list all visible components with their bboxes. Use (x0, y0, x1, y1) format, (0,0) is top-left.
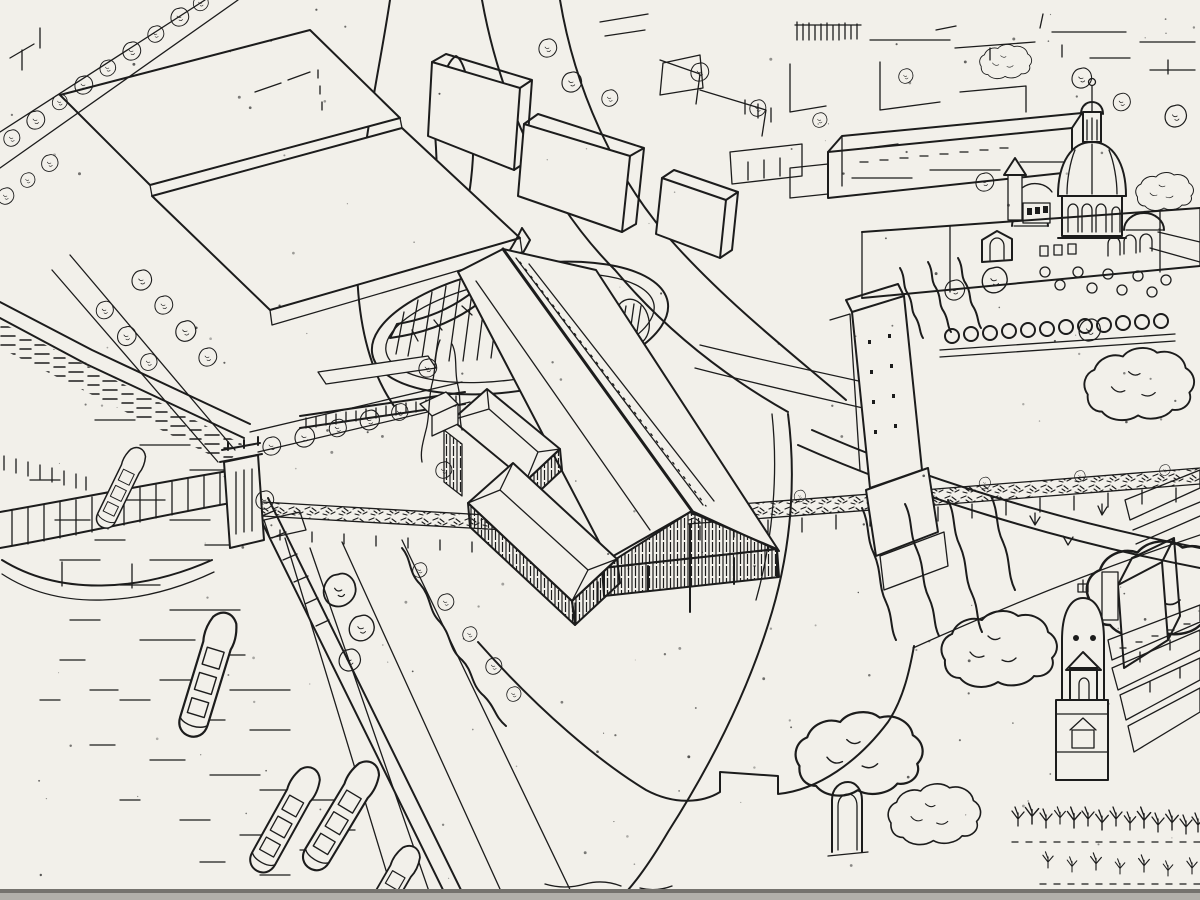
upper-river-bank (0, 301, 251, 439)
scan-edge-line (0, 889, 1200, 893)
bare-tree-row (1011, 801, 1200, 885)
front-hall (467, 462, 621, 626)
forecourt-ramp (317, 355, 437, 385)
slab-buildings (427, 13, 739, 259)
tower-church (1055, 579, 1109, 781)
tree-row-path (939, 313, 1176, 358)
tree-lined-avenues (0, 0, 409, 463)
garden-portal (981, 230, 1013, 263)
arch-ruin (827, 781, 869, 857)
walled-garden (861, 207, 1200, 358)
water-hatching (0, 322, 242, 464)
upper-left-city-blocks (9, 27, 531, 342)
station-hall-complex (299, 247, 780, 626)
quay-edge (253, 497, 463, 900)
right-park (794, 318, 1200, 846)
wall-hedge-band (261, 464, 1200, 553)
orchard-trees (1039, 266, 1172, 298)
monastery-wing (789, 112, 1083, 199)
scan-edge-band (0, 893, 1200, 900)
arched-bridge (0, 436, 307, 601)
lower-right-quarter (827, 469, 1200, 885)
paper-stipple (10, 8, 1200, 879)
tall-slab-building (829, 283, 949, 591)
